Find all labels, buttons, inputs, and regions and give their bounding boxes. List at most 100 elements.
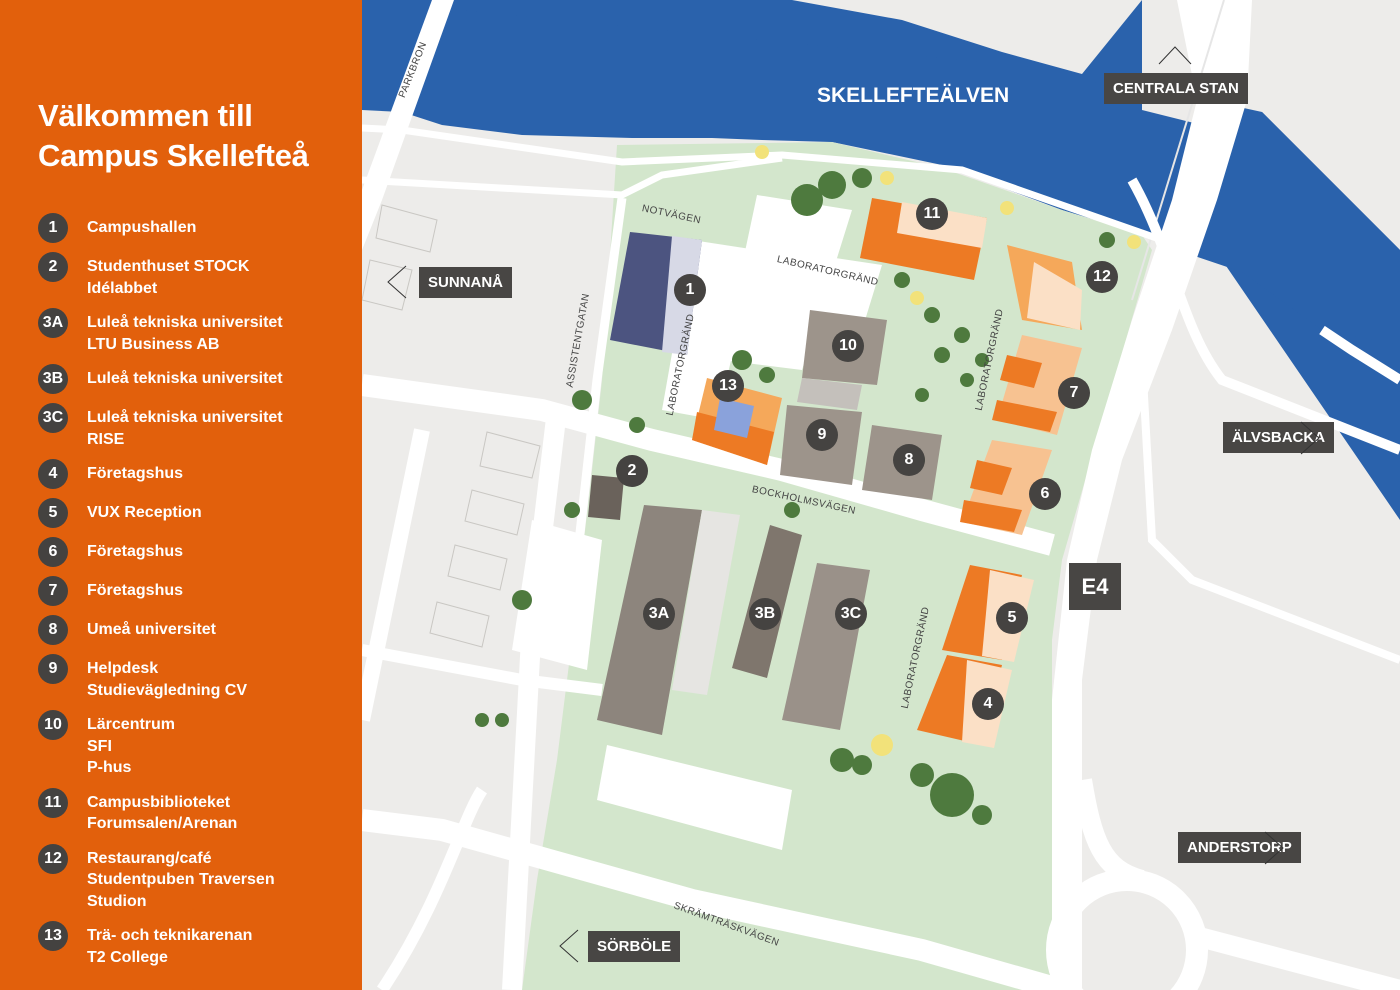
legend-label: Forumsalen/Arenan	[87, 815, 238, 832]
legend-item: 1 Campushallen	[38, 213, 358, 243]
legend-item: 4 Företagshus	[38, 459, 358, 489]
map-canvas	[362, 0, 1400, 990]
marker-6[interactable]: 6	[1029, 478, 1061, 510]
legend-label: RISE	[87, 430, 125, 448]
legend-label: Lärcentrum	[87, 716, 176, 733]
legend-number-badge: 12	[38, 843, 68, 874]
legend-number-badge: 3C	[38, 403, 68, 433]
campus-map[interactable]: SKELLEFTEÄLVEN PARKBRON NOTVÄGEN LABORAT…	[362, 0, 1400, 990]
legend-number-badge: 8	[38, 615, 68, 645]
legend-label: Campushallen	[87, 219, 197, 236]
marker-11[interactable]: 11	[916, 198, 948, 230]
legend-label: Studentpuben Traversen	[87, 871, 275, 888]
legend-number-badge: 5	[38, 498, 68, 528]
direction-alvsbacka[interactable]: ÄLVSBACKA	[1223, 422, 1335, 453]
parkbron-road	[362, 0, 454, 250]
direction-sunnana[interactable]: SUNNANÅ	[419, 267, 512, 298]
legend-number-badge: 3A	[38, 308, 68, 338]
legend-item: 6 Företagshus	[38, 537, 358, 567]
legend-label: Företagshus	[87, 465, 184, 482]
legend-number-badge: 6	[38, 537, 68, 567]
legend-label: Restaurang/café	[87, 849, 212, 867]
legend-labels: Företagshus	[87, 576, 183, 602]
legend-number-badge: 1	[38, 213, 68, 243]
direction-sorbole[interactable]: SÖRBÖLE	[588, 931, 681, 962]
direction-anderstorp[interactable]: ANDERSTORP	[1178, 832, 1301, 863]
legend-label: SFI	[87, 737, 112, 755]
legend-label: Luleå tekniska universitet	[87, 370, 283, 387]
legend-number-badge: 9	[38, 654, 68, 684]
marker-3b[interactable]: 3B	[749, 598, 781, 630]
legend-number-badge: 2	[38, 252, 68, 282]
legend-label: Luleå tekniska universitet	[87, 314, 283, 331]
marker-12[interactable]: 12	[1086, 261, 1118, 293]
legend-label: Företagshus	[87, 582, 184, 599]
marker-3c[interactable]: 3C	[835, 598, 867, 630]
legend-item: 3B Luleå tekniska universitet	[38, 364, 358, 394]
legend-number-badge: 4	[38, 459, 68, 489]
legend-label: Idélabbet	[87, 279, 158, 297]
marker-2[interactable]: 2	[616, 455, 648, 487]
marker-7[interactable]: 7	[1058, 377, 1090, 409]
legend-label: Studievägledning CV	[87, 681, 248, 699]
legend-label: Helpdesk	[87, 660, 159, 677]
legend-labels: Luleå tekniska universitet	[87, 364, 283, 390]
river-label: SKELLEFTEÄLVEN	[817, 84, 1010, 107]
legend-item: 5 VUX Reception	[38, 498, 358, 528]
legend-label: Studion	[87, 892, 147, 910]
legend-number-badge: 10	[38, 710, 68, 740]
building-2-stock	[588, 475, 624, 520]
chevron-right-icon	[1264, 831, 1284, 865]
marker-9[interactable]: 9	[806, 419, 838, 451]
legend-label: LTU Business AB	[87, 335, 220, 353]
page-title: Välkommen till Campus Skellefteå	[38, 96, 309, 176]
legend-number-badge: 3B	[38, 364, 68, 394]
river	[362, 0, 1400, 520]
chevron-left-icon	[387, 265, 407, 299]
legend-labels: Umeå universitet	[87, 615, 216, 641]
title-line-2: Campus Skellefteå	[38, 138, 309, 173]
direction-centrala-stan[interactable]: CENTRALA STAN	[1104, 73, 1248, 104]
legend-labels: Företagshus	[87, 459, 183, 485]
title-line-1: Välkommen till	[38, 98, 253, 133]
legend-label: P-hus	[87, 759, 132, 776]
legend-label: Campusbiblioteket	[87, 793, 231, 811]
marker-8[interactable]: 8	[893, 444, 925, 476]
chevron-up-icon	[1158, 46, 1192, 65]
chevron-left-icon	[559, 929, 579, 963]
legend-labels: VUX Reception	[87, 498, 202, 524]
legend-label: Luleå tekniska universitet	[87, 409, 283, 426]
marker-10[interactable]: 10	[832, 330, 864, 362]
marker-4[interactable]: 4	[972, 688, 1004, 720]
legend-label: T2 College	[87, 948, 168, 966]
legend-number-badge: 11	[38, 787, 68, 818]
legend-label: VUX Reception	[87, 504, 202, 521]
legend-label: Företagshus	[87, 543, 184, 560]
legend-item: 8 Umeå universitet	[38, 615, 358, 645]
marker-13[interactable]: 13	[712, 370, 744, 402]
e4-highway-sign: E4	[1069, 563, 1121, 610]
marker-3a[interactable]: 3A	[643, 598, 675, 630]
legend-labels: Företagshus	[87, 537, 183, 563]
legend-number-badge: 13	[38, 921, 68, 951]
legend-label: Umeå universitet	[87, 621, 216, 638]
marker-5[interactable]: 5	[996, 602, 1028, 634]
marker-1[interactable]: 1	[674, 274, 706, 306]
